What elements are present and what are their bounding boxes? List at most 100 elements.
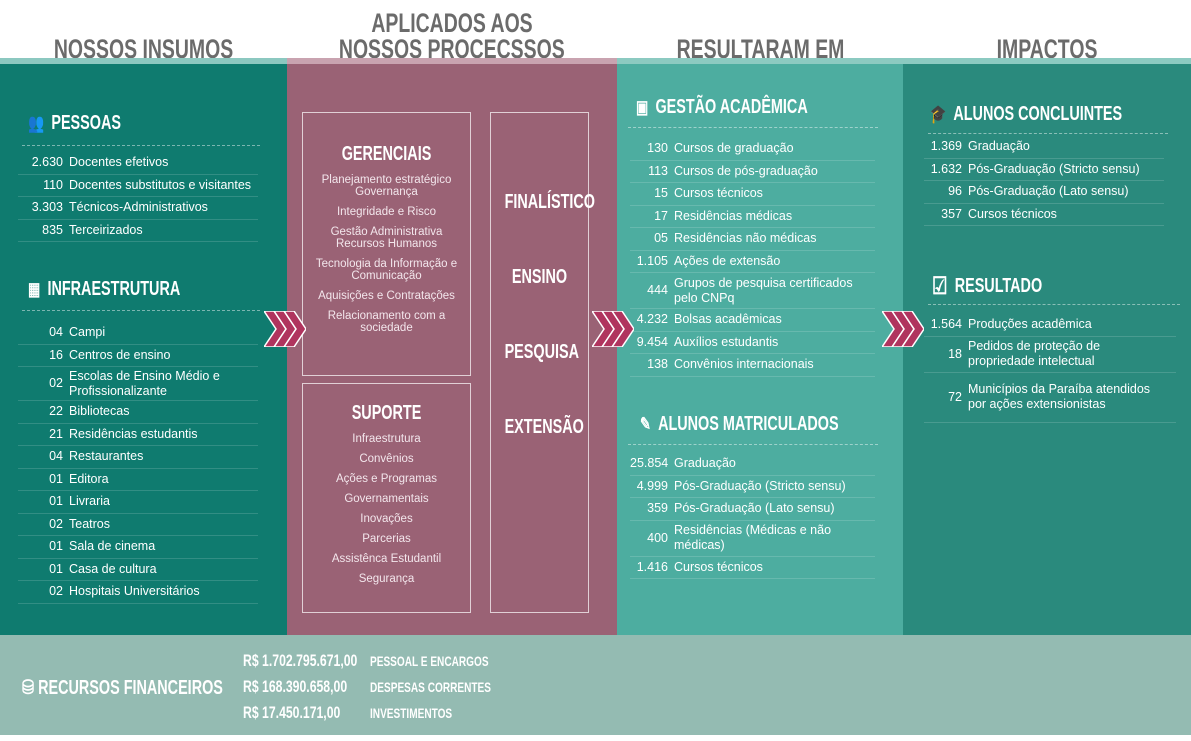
header-impactos: IMPACTOS — [903, 0, 1191, 63]
item-label: Docentes efetivos — [69, 155, 169, 170]
divider — [22, 145, 260, 146]
finance-label: PESSOAL E ENCARGOS — [370, 653, 489, 669]
item-value: 25.854 — [630, 456, 669, 471]
item-label: Pedidos de proteção de propriedade intel… — [968, 339, 1101, 368]
item-label: Pós-Graduação (Lato sensu) — [674, 501, 835, 516]
section-title: PESSOAS — [51, 112, 121, 134]
item-value: 02 — [49, 376, 63, 390]
divider — [928, 304, 1180, 305]
divider — [0, 58, 287, 64]
item-label: Residências (Médicas e não médicas) — [674, 523, 832, 552]
pencil-icon: ✎ — [640, 414, 651, 434]
item-value: 1.416 — [636, 559, 668, 574]
item-value: 110 — [43, 177, 63, 192]
item-label: Graduação — [674, 456, 736, 471]
item-label: Cursos técnicos — [674, 186, 763, 201]
item-value: 01 — [49, 494, 63, 509]
list-item: 15 Cursos técnicos — [630, 183, 875, 206]
item-value: 1.564 — [930, 317, 962, 332]
item-label: Bolsas acadêmicas — [674, 312, 782, 327]
item-label: Campi — [69, 325, 106, 340]
finance-label: INVESTIMENTOS — [370, 705, 453, 721]
header-text: APLICADOS AOS — [371, 8, 533, 38]
box-item: Tecnologia da Informação e Comunicação — [315, 258, 458, 282]
gestao-title: ▣GESTÃO ACADÊMICA — [636, 96, 808, 119]
item-label: Terceirizados — [69, 222, 143, 237]
item-value: 01 — [49, 471, 63, 486]
box-item: ENSINO — [511, 266, 568, 288]
item-label: Técnicos-Administrativos — [69, 200, 208, 215]
list-item: 113 Cursos de pós-graduação — [630, 161, 875, 183]
item-value: 01 — [49, 561, 63, 576]
column-processos — [287, 62, 617, 635]
column-insumos — [0, 62, 287, 635]
item-value: 113 — [648, 163, 668, 178]
item-label: Auxílios estudantis — [674, 334, 779, 349]
item-value: 1.105 — [636, 253, 668, 268]
list-item: 2.630 Docentes efetivos — [18, 152, 258, 175]
matriculados-title: ✎ALUNOS MATRICULADOS — [640, 413, 839, 436]
item-value: 359 — [647, 501, 668, 516]
column-resultados — [617, 62, 903, 635]
item-label: Restaurantes — [69, 449, 144, 464]
box-title: FINALÍSTICO — [504, 191, 595, 213]
section-title: RECURSOS FINANCEIROS — [38, 677, 223, 699]
section-title: GESTÃO ACADÊMICA — [655, 96, 808, 118]
list-item: 02 Escolas de Ensino Médio e Profissional… — [18, 367, 258, 401]
section-title: RESULTADO — [954, 275, 1043, 297]
item-label: Escolas de Ensino Médio e Profissionaliz… — [69, 368, 220, 398]
box-item: Aquisições e Contratações — [318, 290, 455, 302]
header-insumos: NOSSOS INSUMOS — [0, 0, 287, 63]
box-item: PESQUISA — [504, 341, 579, 363]
item-value: 96 — [948, 184, 962, 199]
box-item: Gestão Administrativa Recursos Humanos — [330, 226, 443, 250]
item-label: Graduação — [968, 139, 1030, 154]
divider — [628, 444, 878, 445]
divider — [287, 58, 617, 64]
finance-value: R$ 17.450.171,00 — [243, 703, 341, 722]
item-label: Cursos de pós-graduação — [674, 163, 818, 178]
item-value: 444 — [647, 283, 668, 297]
box-item: Inovações — [360, 513, 413, 525]
item-label: Cursos de graduação — [674, 141, 794, 156]
item-label: Casa de cultura — [69, 561, 157, 576]
item-value: 01 — [49, 539, 63, 554]
box-title: GERENCIAIS — [341, 143, 432, 165]
item-value: 15 — [654, 186, 668, 201]
item-value: 2.630 — [31, 155, 63, 170]
item-value: 17 — [654, 208, 668, 223]
resultado-title: ☑RESULTADO — [932, 272, 1042, 301]
item-label: Cursos técnicos — [968, 206, 1057, 221]
item-label: Municípios da Paraíba atendidos por açõe… — [968, 382, 1151, 411]
box-item: EXTENSÃO — [504, 416, 584, 438]
chevron-arrow-icon — [592, 311, 634, 347]
item-value: 138 — [647, 357, 668, 372]
chevron-arrow-icon — [882, 311, 924, 347]
item-label: Cursos técnicos — [674, 559, 763, 574]
infra-title: ▦INFRAESTRUTURA — [28, 278, 180, 301]
header-resultaram: RESULTARAM EM — [617, 0, 903, 63]
box-item: Infraestrutura — [352, 433, 421, 445]
item-label: Editora — [69, 471, 109, 486]
box-title: SUPORTE — [351, 402, 422, 424]
section-title: ALUNOS CONCLUINTES — [953, 103, 1123, 125]
item-value: 04 — [49, 325, 63, 340]
box-item: Integridade e Risco — [336, 206, 437, 218]
item-value: 02 — [49, 584, 63, 599]
